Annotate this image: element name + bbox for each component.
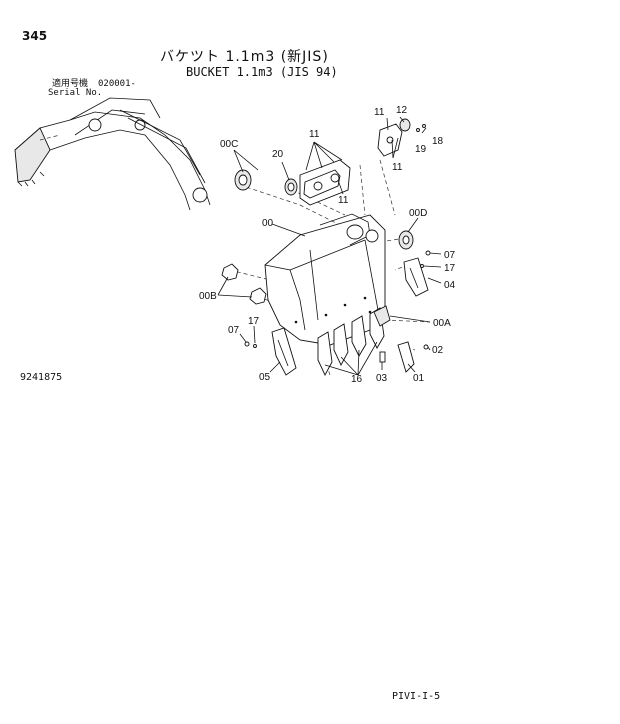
callout-00C: 00C: [220, 139, 238, 150]
callout-11-right-top: 11: [374, 107, 385, 118]
callout-11-mid: 11: [338, 195, 349, 206]
pin-03: [379, 351, 386, 363]
seal-00C: [234, 169, 252, 191]
bolt-07-right: [425, 250, 431, 256]
adapter-00A: [373, 305, 391, 327]
bolt-07-left: [244, 341, 250, 347]
drawing-number: 9241875: [20, 372, 63, 383]
callout-00D: 00D: [409, 208, 427, 219]
serial-label-japanese: 適用号機: [52, 79, 89, 89]
seal-00D: [398, 230, 414, 250]
callout-00B: 00B: [199, 291, 217, 302]
callout-11-top: 11: [309, 129, 320, 140]
callout-12: 12: [396, 105, 408, 116]
callout-19: 19: [415, 144, 427, 155]
shim-20: [284, 178, 298, 196]
callout-18: 18: [432, 136, 444, 147]
side-cutter-05: [271, 327, 297, 376]
callout-05: 05: [259, 372, 271, 383]
callout-00A: 00A: [433, 318, 451, 329]
callout-02: 02: [432, 345, 444, 356]
serial-label-english: Serial No.: [48, 88, 103, 98]
callout-01: 01: [413, 373, 425, 384]
callout-07-left: 07: [228, 325, 240, 336]
footer-code: PIVI-I-5: [392, 691, 441, 702]
callout-17-left: 17: [248, 316, 260, 327]
callout-17-right: 17: [444, 263, 456, 274]
side-cutter-04: [403, 257, 429, 297]
page-number: 345: [22, 29, 48, 43]
excavator-arm-illustration: [14, 97, 211, 211]
tooth-01: [397, 341, 415, 373]
callout-16: 16: [351, 374, 363, 385]
callout-20: 20: [272, 149, 284, 160]
callout-04: 04: [444, 280, 456, 291]
title-english: BUCKET 1.1m3 (JIS 94): [186, 65, 338, 79]
callout-00: 00: [262, 218, 274, 229]
washer-17-left: [253, 344, 257, 348]
link-plates-right: [377, 118, 426, 157]
bucket-body-00: [264, 213, 386, 346]
bolt-00B: [221, 263, 267, 305]
washer-17-right: [420, 264, 424, 268]
bucket-teeth-16: [317, 307, 385, 377]
lock-02: [423, 344, 429, 350]
serial-value: 020001-: [98, 79, 136, 89]
callout-03: 03: [376, 373, 388, 384]
link-plates-11: [299, 159, 351, 206]
title-japanese: バケツト 1.1m3 (新JIS): [160, 49, 329, 65]
callout-07-right: 07: [444, 250, 456, 261]
callout-11-right-bottom: 11: [392, 162, 403, 173]
